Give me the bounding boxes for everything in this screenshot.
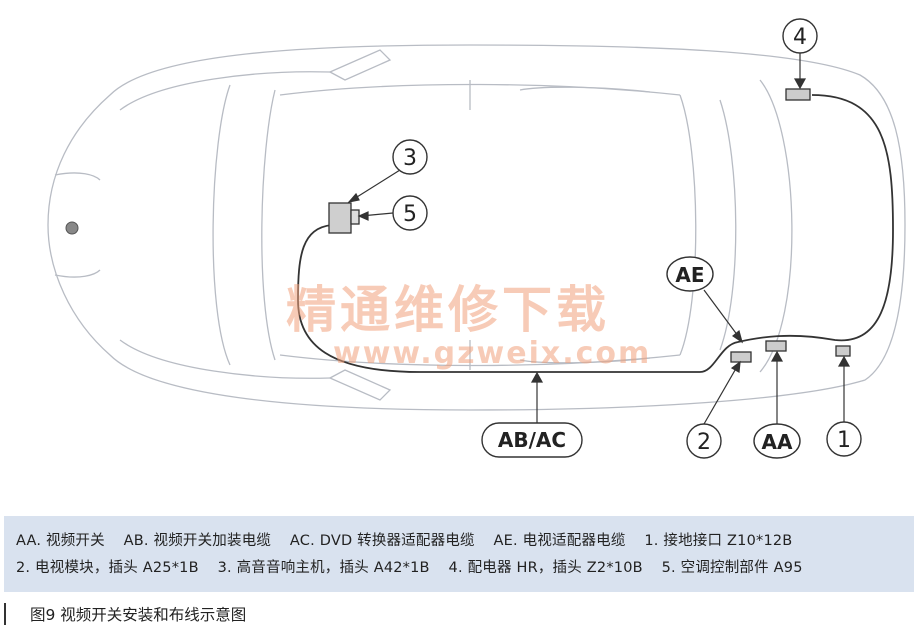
callout-2-label: 2 — [697, 430, 711, 455]
callout-abac-label: AB/AC — [498, 428, 566, 452]
legend-entry-5: 5. 空调控制部件 A95 — [661, 560, 803, 576]
callout-ae: AE — [666, 256, 714, 292]
callout-3-label: 3 — [403, 146, 417, 171]
leader-lines — [347, 53, 851, 425]
callout-3: 3 — [392, 139, 428, 175]
legend-entry-4: 4. 配电器 HR，插头 Z2*10B — [448, 560, 643, 576]
legend-line-1: AA. 视频开关 AB. 视频开关加装电缆 AC. DVD 转换器适配器电缆 A… — [16, 529, 806, 550]
caption-bar — [4, 603, 6, 625]
watermark-url: www.gzweix.com — [333, 336, 652, 371]
legend-entry-ac: AC. DVD 转换器适配器电缆 — [289, 533, 475, 549]
callout-ae-label: AE — [675, 263, 704, 287]
emblem-icon — [65, 221, 79, 235]
watermark-text: 精通维修下载 — [286, 281, 610, 339]
figure-caption: 图9 视频开关安装和布线示意图 — [30, 606, 247, 624]
connectors — [328, 88, 851, 363]
legend-entry-3: 3. 高音音响主机，插头 A42*1B — [217, 560, 430, 576]
legend-box: AA. 视频开关 AB. 视频开关加装电缆 AC. DVD 转换器适配器电缆 A… — [4, 516, 914, 592]
connector-4-box — [785, 88, 811, 101]
callout-aa-label: AA — [762, 430, 793, 454]
connector-3-box — [328, 202, 352, 234]
connector-5-box — [350, 209, 360, 225]
callout-2: 2 — [686, 423, 722, 459]
legend-line-2: 2. 电视模块，插头 A25*1B 3. 高音音响主机，插头 A42*1B 4.… — [16, 556, 817, 577]
connector-2-box — [730, 351, 752, 363]
callout-aa: AA — [753, 423, 801, 459]
callout-1: 1 — [826, 421, 862, 457]
legend-entry-aa: AA. 视频开关 — [16, 533, 105, 549]
callout-5-label: 5 — [403, 202, 417, 227]
legend-entry-1: 1. 接地接口 Z10*12B — [644, 533, 793, 549]
legend-entry-ab: AB. 视频开关加装电缆 — [123, 533, 272, 549]
legend-entry-2: 2. 电视模块，插头 A25*1B — [16, 560, 199, 576]
connector-1-box — [835, 345, 851, 357]
callout-4-label: 4 — [793, 25, 807, 50]
callout-4: 4 — [782, 18, 818, 54]
legend-entry-ae: AE. 电视适配器电缆 — [493, 533, 626, 549]
wiring-diagram: 3 5 4 AE AB/AC 2 AA 1 — [47, 18, 906, 459]
wiring-harness — [297, 94, 894, 373]
callout-abac: AB/AC — [481, 422, 583, 458]
connector-aa-box — [765, 340, 787, 352]
callout-5: 5 — [392, 195, 428, 231]
callout-1-label: 1 — [837, 428, 851, 453]
car-outline — [47, 44, 906, 411]
